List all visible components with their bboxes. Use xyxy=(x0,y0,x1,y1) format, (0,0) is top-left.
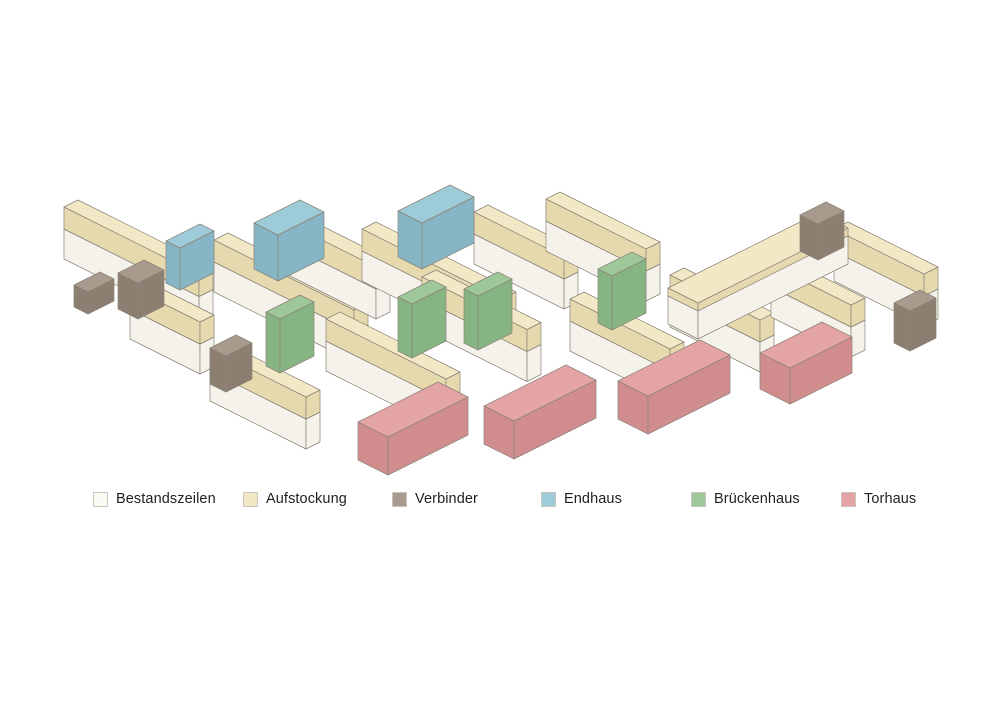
brueckenhaus-1-roof xyxy=(265,294,315,320)
brueckenhaus-4-face-left xyxy=(597,268,613,331)
brueckenhaus-2-roof xyxy=(397,279,447,305)
legend-swatch-bestandszeilen xyxy=(93,491,108,507)
legend-swatch-endhaus xyxy=(541,491,556,507)
torhaus-3-roof xyxy=(617,339,731,397)
legend-item-brueckenhaus: Brückenhaus xyxy=(691,488,800,510)
endhaus-2-roof xyxy=(253,199,325,236)
verbinder-2-roof xyxy=(73,271,115,293)
torhaus-1-roof xyxy=(357,381,469,438)
legend-swatch-aufstockung xyxy=(243,491,258,507)
legend-item-endhaus: Endhaus xyxy=(541,488,622,510)
brueckenhaus-3-face-left xyxy=(463,288,479,351)
legend-item-verbinder: Verbinder xyxy=(392,488,478,510)
torhaus-4-roof xyxy=(759,321,853,369)
brueckenhaus-4-roof xyxy=(597,251,647,277)
brueckenhaus-3-roof xyxy=(463,271,513,297)
verbinder-5-roof xyxy=(893,289,937,312)
endhaus-1-face-left xyxy=(165,240,181,291)
legend-swatch-torhaus xyxy=(841,491,856,507)
legend-item-bestandszeilen: Bestandszeilen xyxy=(93,488,216,510)
legend-swatch-verbinder xyxy=(392,491,407,507)
endhaus-1-roof xyxy=(165,223,215,249)
building-masses xyxy=(63,184,939,476)
legend-label-torhaus: Torhaus xyxy=(864,491,917,507)
verbinder-1-roof xyxy=(117,259,165,284)
verbinder-4-roof xyxy=(799,201,845,225)
legend-swatch-brueckenhaus xyxy=(691,491,706,507)
legend-label-bestandszeilen: Bestandszeilen xyxy=(116,491,216,507)
legend: Bestandszeilen Aufstockung Verbinder End… xyxy=(90,488,930,510)
legend-label-brueckenhaus: Brückenhaus xyxy=(714,491,800,507)
verbinder-5-face-left xyxy=(893,302,911,352)
legend-label-endhaus: Endhaus xyxy=(564,491,622,507)
row-6a-aufstockung-roof xyxy=(545,191,661,250)
torhaus-2-roof xyxy=(483,364,597,422)
endhaus-3-roof xyxy=(397,184,475,224)
legend-label-verbinder: Verbinder xyxy=(415,491,478,507)
legend-item-aufstockung: Aufstockung xyxy=(243,488,347,510)
brueckenhaus-2-face-left xyxy=(397,296,413,359)
legend-item-torhaus: Torhaus xyxy=(841,488,916,510)
legend-label-aufstockung: Aufstockung xyxy=(266,491,347,507)
brueckenhaus-1-face-left xyxy=(265,311,281,374)
verbinder-3-roof xyxy=(209,334,253,357)
